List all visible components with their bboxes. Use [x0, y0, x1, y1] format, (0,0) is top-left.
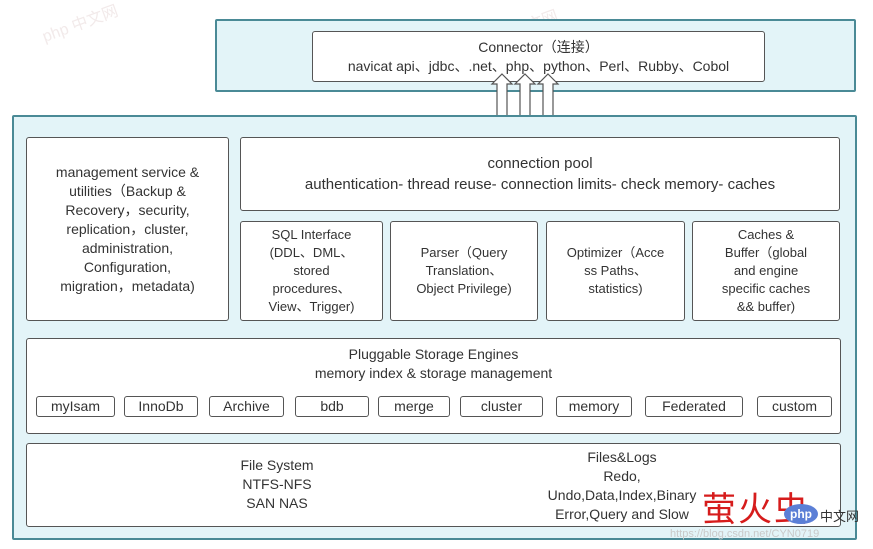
component-line: Optimizer（Acce — [566, 245, 665, 260]
connection-pool-box: connection pool authentication- thread r… — [240, 137, 840, 211]
component-line: ss Paths、 — [584, 263, 647, 278]
filesystem-line: File System — [240, 457, 314, 473]
blog-url-watermark: https://blog.csdn.net/CYN0719 — [670, 528, 820, 540]
component-line: Object Privilege) — [416, 281, 512, 296]
engine-custom: custom — [757, 396, 832, 417]
management-line: utilities（Backup & — [69, 182, 186, 199]
php-cn-label: 中文网 — [820, 510, 860, 525]
engine-cluster: cluster — [460, 396, 543, 417]
files-logs-line: Redo, — [603, 468, 641, 484]
management-line: replication，cluster, — [66, 220, 189, 237]
filesystem-section: File System NTFS-NFS SAN NAS — [197, 456, 357, 513]
component-line: statistics) — [588, 281, 643, 296]
connection-pool-subtitle: authentication- thread reuse- connection… — [304, 176, 776, 193]
engine-bdb: bdb — [295, 396, 369, 417]
storage-subtitle: memory index & storage management — [314, 365, 553, 381]
component-line: specific caches — [721, 281, 811, 296]
component-line: (DDL、DML、 — [269, 245, 354, 260]
caches-buffer-box: Caches & Buffer（global and engine specif… — [692, 221, 840, 321]
component-line: SQL Interface — [271, 227, 352, 242]
management-line: migration，metadata) — [60, 277, 195, 294]
component-line: stored — [293, 263, 330, 278]
files-logs-line: Error,Query and Slow — [555, 506, 689, 522]
management-line: Recovery，security, — [65, 201, 190, 218]
connector-title: Connector（连接） — [478, 38, 599, 55]
management-line: management service & — [55, 163, 200, 180]
engine-federated: Federated — [645, 396, 743, 417]
files-logs-line: Files&Logs — [587, 449, 657, 465]
filesystem-line: SAN NAS — [246, 495, 308, 511]
engine-myisam: myIsam — [36, 396, 115, 417]
connection-pool-title: connection pool — [487, 155, 593, 172]
engine-innodb: InnoDb — [124, 396, 198, 417]
filesystem-line: NTFS-NFS — [242, 476, 312, 492]
files-logs-line: Undo,Data,Index,Binary — [547, 487, 697, 503]
files-logs-section: Files&Logs Redo, Undo,Data,Index,Binary … — [527, 448, 717, 524]
engine-merge: merge — [378, 396, 450, 417]
parser-box: Parser（Query Translation、 Object Privile… — [390, 221, 538, 321]
component-line: procedures、 — [272, 281, 351, 296]
component-line: Parser（Query — [420, 245, 508, 260]
connector-apis: navicat api、jdbc、.net、php、python、Perl、Ru… — [347, 57, 730, 74]
engine-memory: memory — [556, 396, 632, 417]
storage-title: Pluggable Storage Engines — [348, 346, 519, 362]
component-line: View、Trigger) — [268, 299, 355, 314]
storage-engines-box: Pluggable Storage Engines memory index &… — [26, 338, 841, 434]
filesystem-box: File System NTFS-NFS SAN NAS Files&Logs … — [26, 443, 841, 527]
component-line: Buffer（global — [724, 245, 808, 260]
engine-archive: Archive — [209, 396, 284, 417]
connection-arrows — [490, 73, 560, 127]
php-logo-icon: php — [784, 504, 818, 524]
component-line: and engine — [733, 263, 799, 278]
php-logo-watermark: 萤火虫 php 中文网 https://blog.csdn.net/CYN071… — [670, 482, 870, 544]
component-line: Caches & — [737, 227, 795, 242]
management-line: administration, — [81, 239, 174, 256]
php-logo-text: php — [790, 507, 812, 521]
component-line: && buffer) — [736, 299, 796, 314]
management-services-box: management service & utilities（Backup & … — [26, 137, 229, 321]
optimizer-box: Optimizer（Acce ss Paths、 statistics) — [546, 221, 685, 321]
sql-interface-box: SQL Interface (DDL、DML、 stored procedure… — [240, 221, 383, 321]
management-line: Configuration, — [83, 258, 172, 275]
component-line: Translation、 — [425, 263, 503, 278]
connector-box: Connector（连接） navicat api、jdbc、.net、php、… — [312, 31, 765, 82]
